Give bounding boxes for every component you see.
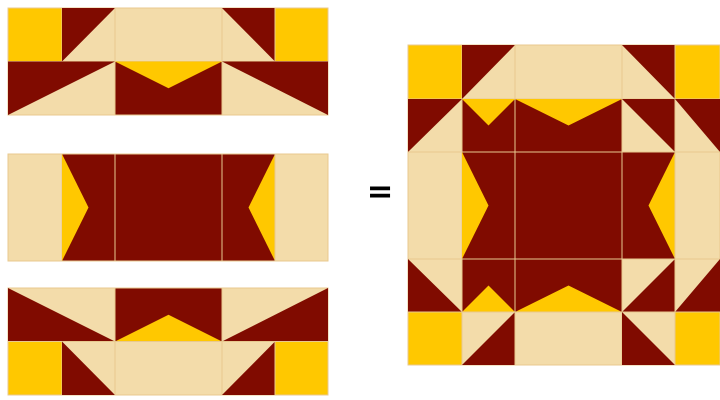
block-patch: [675, 45, 720, 99]
bottom-strip-patch: [8, 342, 62, 396]
bottom-strip-patch: [62, 342, 115, 396]
top-strip-patch: [8, 62, 115, 116]
block-patch: [462, 312, 515, 365]
block-patch: [622, 312, 675, 365]
block-patch: [408, 259, 462, 312]
patch-square: [115, 342, 222, 396]
patch-square: [275, 8, 328, 62]
block-patch: [515, 259, 622, 312]
top-strip-patch: [62, 8, 115, 62]
patch-square: [8, 342, 62, 396]
block-patch: [515, 152, 622, 259]
patch-square: [8, 8, 62, 62]
block-patch: [462, 99, 515, 152]
block-patch: [515, 312, 622, 365]
equals-sign: =: [367, 172, 394, 210]
patch-square: [275, 154, 328, 261]
completed-quilt-block: [408, 45, 720, 365]
block-patch: [408, 312, 462, 365]
patch-square: [408, 312, 462, 365]
patch-square: [8, 154, 62, 261]
block-patch: [622, 152, 675, 259]
middle-strip-patch: [62, 154, 115, 261]
middle-strip-patch: [222, 154, 275, 261]
block-patch: [408, 99, 462, 152]
block-patch: [675, 152, 720, 259]
patch-square: [675, 152, 720, 259]
patch-square: [408, 45, 462, 99]
patch-square: [515, 312, 622, 365]
top-strip-patch: [275, 8, 328, 62]
bottom-strip-patch: [115, 288, 222, 342]
top-strip-patch: [222, 62, 328, 116]
patch-square: [115, 8, 222, 62]
patch-square: [275, 342, 328, 396]
block-patch: [515, 99, 622, 152]
middle-strip-patch: [8, 154, 62, 261]
bottom-strip-patch: [275, 342, 328, 396]
patch-square: [515, 152, 622, 259]
top-strip-patch: [8, 8, 62, 62]
block-patch: [408, 152, 462, 259]
top-strip-patch: [222, 8, 275, 62]
block-patch: [515, 45, 622, 99]
patch-square: [408, 152, 462, 259]
block-patch: [675, 312, 720, 365]
middle-strip-patch: [115, 154, 222, 261]
bottom-strip-patch: [222, 342, 275, 396]
bottom-strip-patch: [222, 288, 328, 342]
patch-square: [675, 312, 720, 365]
patch-square: [675, 45, 720, 99]
middle-row-strip: [8, 154, 328, 261]
block-patch: [462, 259, 515, 312]
top-strip-patch: [115, 62, 222, 116]
block-patch: [622, 259, 675, 312]
block-patch: [622, 99, 675, 152]
top-row-strip: [8, 8, 328, 115]
block-patch: [408, 45, 462, 99]
block-patch: [675, 99, 720, 152]
bottom-strip-patch: [8, 288, 115, 342]
bottom-strip-patch: [115, 342, 222, 396]
middle-strip-patch: [275, 154, 328, 261]
block-patch: [462, 45, 515, 99]
block-patch: [622, 45, 675, 99]
patch-square: [115, 154, 222, 261]
block-patch: [675, 259, 720, 312]
top-strip-patch: [115, 8, 222, 62]
block-patch: [462, 152, 515, 259]
patch-square: [515, 45, 622, 99]
bottom-row-strip: [8, 288, 328, 395]
